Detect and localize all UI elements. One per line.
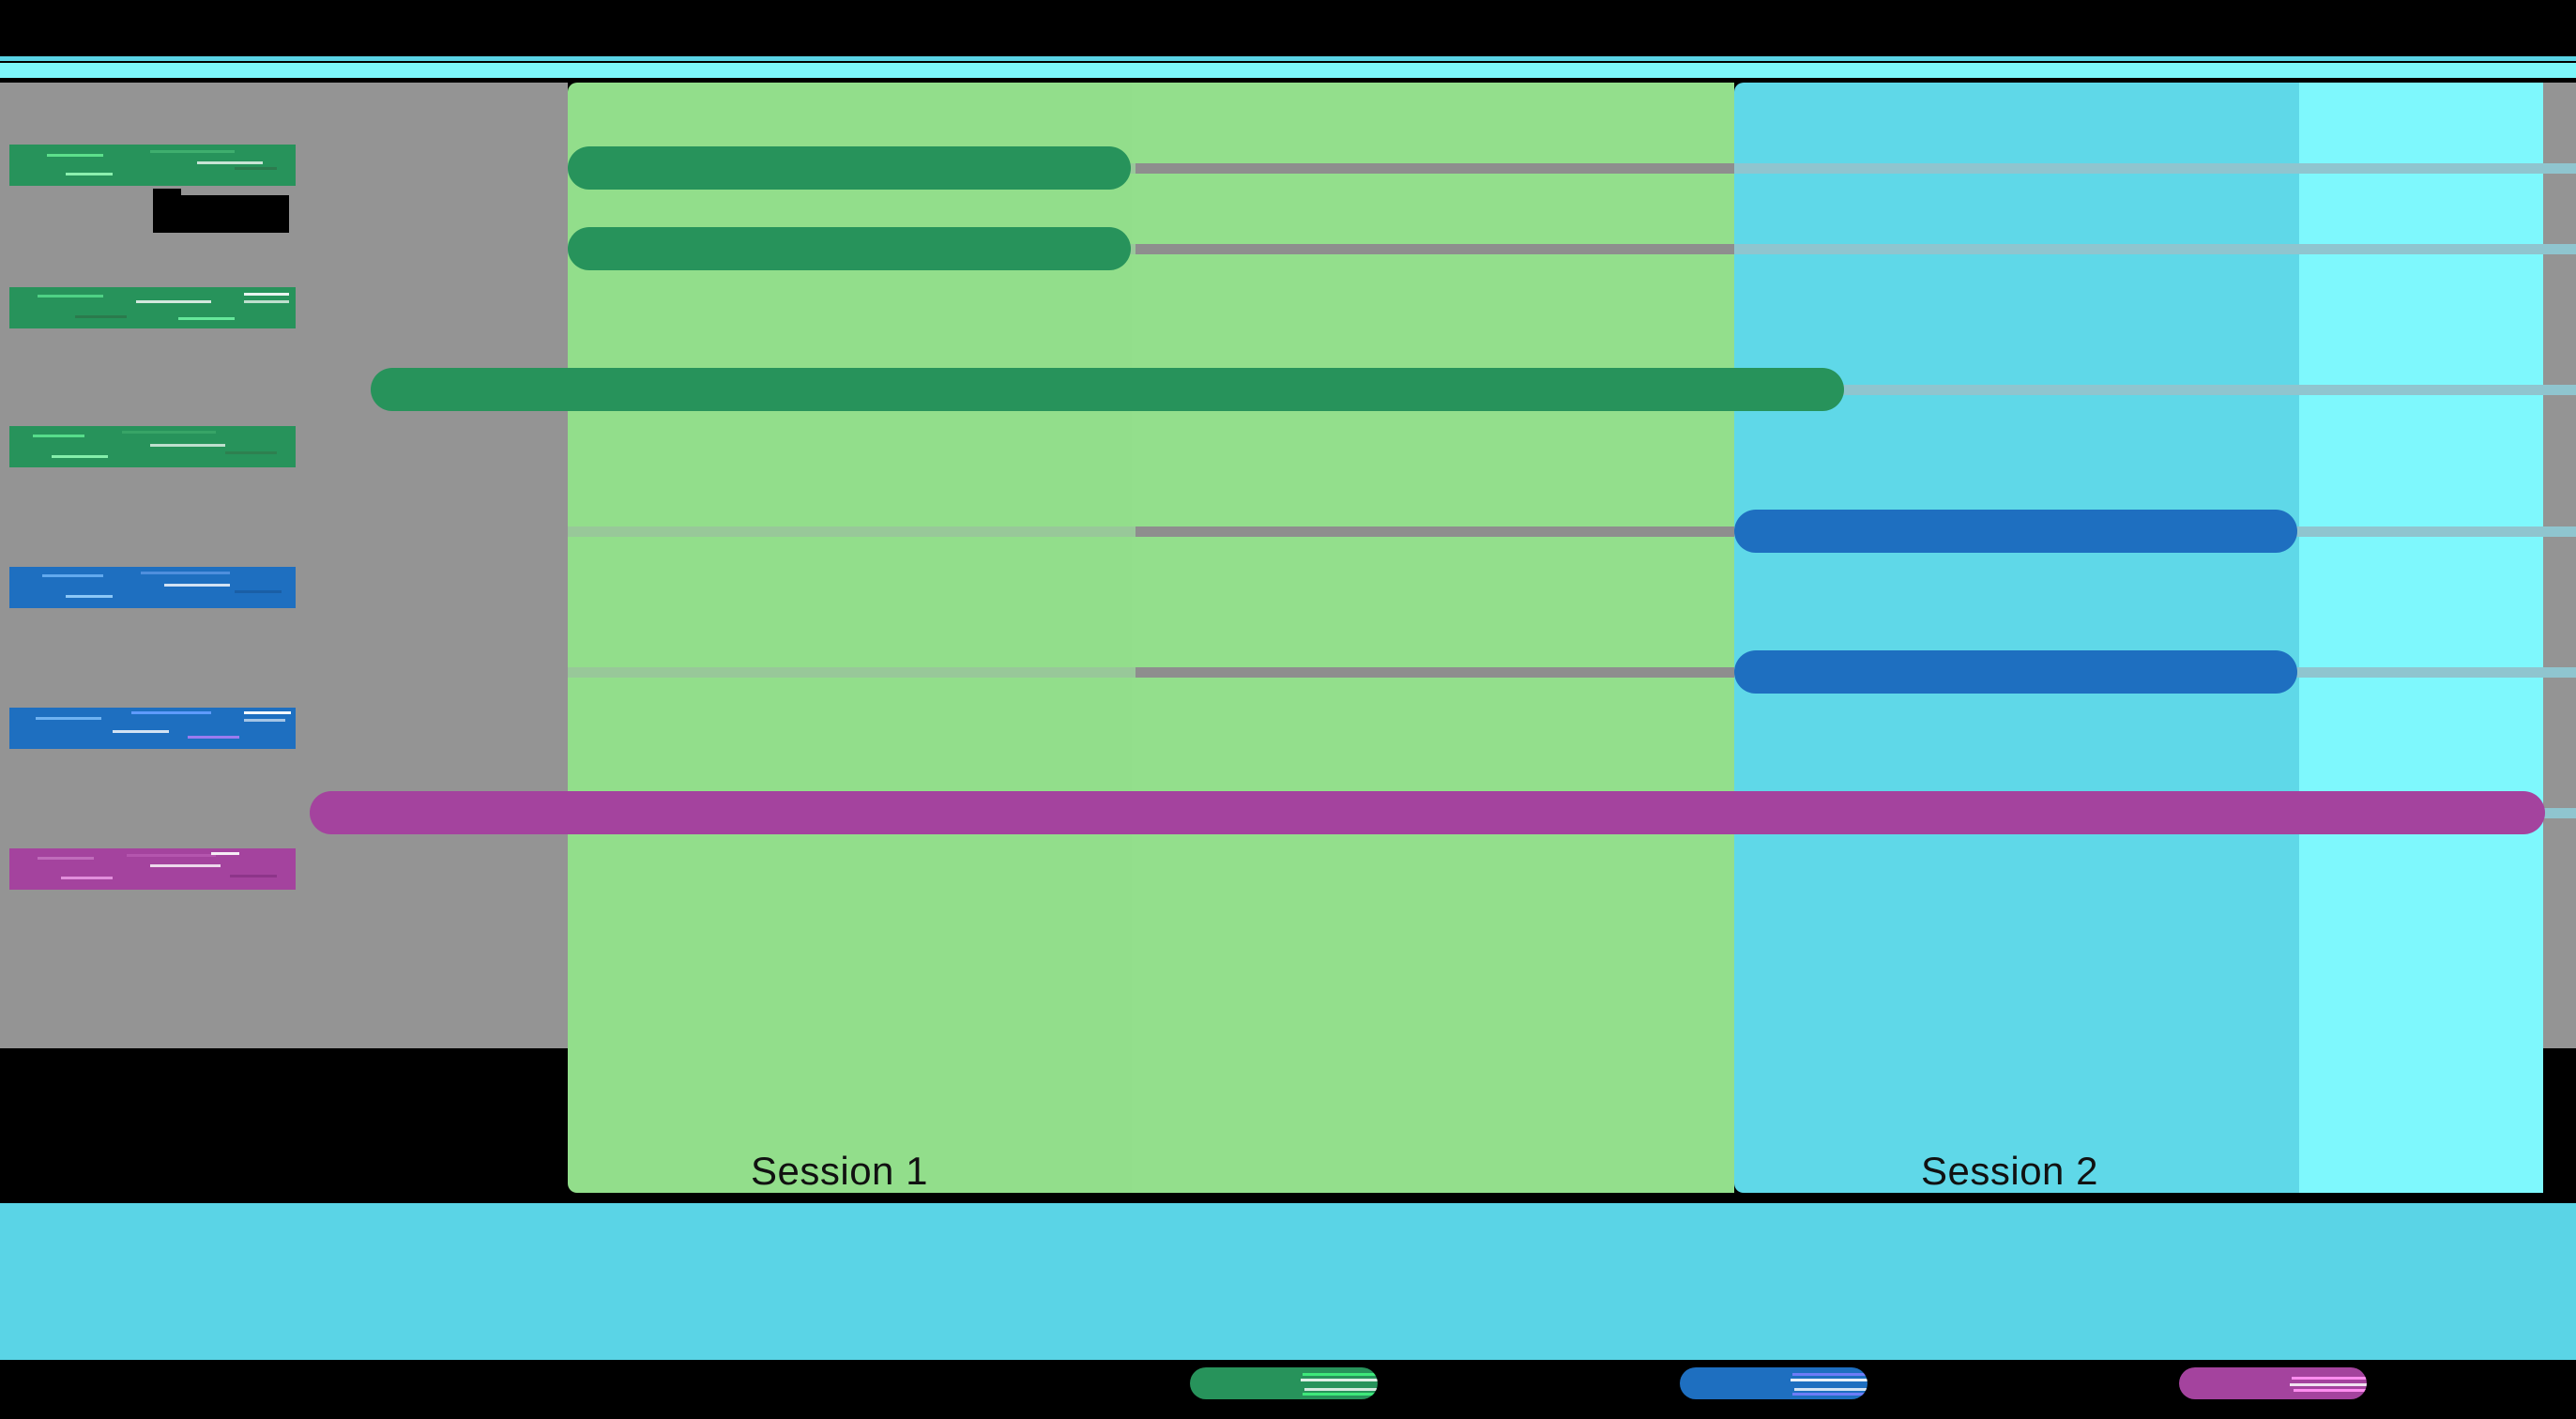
gridline-row-1 xyxy=(1136,244,1734,254)
legend-strip xyxy=(0,1360,2576,1419)
session-band-1-right xyxy=(1132,83,1734,1193)
row-label-2 xyxy=(9,426,296,467)
row-label-0 xyxy=(9,145,296,186)
chart-title-redaction-tail xyxy=(153,189,181,198)
session-1-label: Session 1 xyxy=(751,1149,928,1193)
row-label-2-noise xyxy=(9,426,296,467)
task-bar-row-1[interactable] xyxy=(568,227,1131,270)
session-band-3 xyxy=(2299,83,2543,1193)
task-bar-row-0[interactable] xyxy=(568,146,1131,190)
gridline-row-4-light xyxy=(568,667,1136,678)
task-bar-row-3[interactable] xyxy=(1734,510,2297,553)
top-strip-upper xyxy=(0,56,2576,61)
row-label-0-noise xyxy=(9,145,296,186)
row-label-1-noise xyxy=(9,287,296,328)
row-label-5 xyxy=(9,848,296,890)
row-label-5-noise xyxy=(9,848,296,890)
label-gutter-right xyxy=(300,83,568,1048)
gridline-row-3-light xyxy=(568,526,1136,537)
row-label-3-noise xyxy=(9,567,296,608)
task-bar-row-5[interactable] xyxy=(310,791,2545,834)
gridline-row-3 xyxy=(1136,526,1734,537)
task-bar-row-2[interactable] xyxy=(371,368,1844,411)
task-bar-row-4[interactable] xyxy=(1734,650,2297,694)
row-label-3 xyxy=(9,567,296,608)
row-label-4-noise xyxy=(9,708,296,749)
legend-swatch-blue[interactable] xyxy=(1680,1367,1867,1399)
plot-right-gutter xyxy=(2543,83,2576,1048)
chart-title-redaction xyxy=(153,195,289,233)
gridline-row-0 xyxy=(1136,163,1734,174)
top-strip-lower xyxy=(0,63,2576,78)
session-2-label: Session 2 xyxy=(1921,1149,2098,1193)
gridline-row-1-cyan xyxy=(1734,244,2576,254)
row-label-4 xyxy=(9,708,296,749)
gridline-row-0-cyan xyxy=(1734,163,2576,174)
gridline-row-4 xyxy=(1136,667,1734,678)
legend-swatch-magenta[interactable] xyxy=(2179,1367,2367,1399)
legend-swatch-green[interactable] xyxy=(1190,1367,1378,1399)
session-band-2 xyxy=(1734,83,2299,1193)
gantt-plot-area: Session 1 Session 2 xyxy=(0,83,2576,1220)
row-label-1 xyxy=(9,287,296,328)
gridline-row-2-cyan xyxy=(1734,385,2576,395)
